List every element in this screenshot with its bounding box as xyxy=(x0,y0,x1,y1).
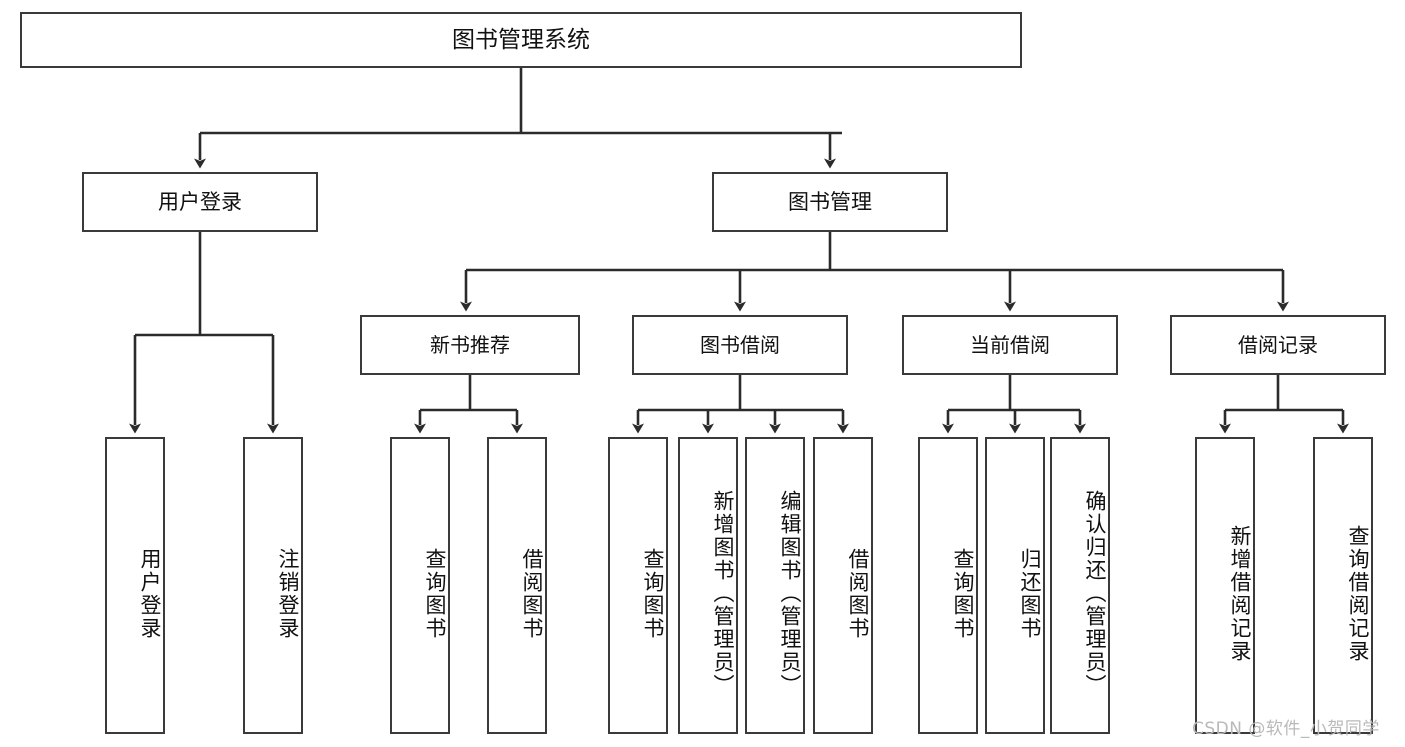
node-leaf-return-book-label: 归还图书 xyxy=(1018,547,1042,640)
node-borrow-record[interactable]: 借阅记录 xyxy=(1170,315,1386,375)
node-leaf-user-login-label: 用户登录 xyxy=(138,547,162,640)
node-leaf-query-book-1-label: 查询图书 xyxy=(423,547,447,640)
node-book-borrow-label: 图书借阅 xyxy=(700,332,780,357)
node-leaf-user-login[interactable]: 用户登录 xyxy=(105,437,165,734)
node-leaf-borrow-book-1-label: 借阅图书 xyxy=(520,547,544,640)
node-current-borrow-label: 当前借阅 xyxy=(970,332,1050,357)
node-leaf-query-book-2-label: 查询图书 xyxy=(641,547,665,640)
node-borrow-record-label: 借阅记录 xyxy=(1238,332,1318,357)
node-book-borrow[interactable]: 图书借阅 xyxy=(632,315,848,375)
node-leaf-confirm-return-label: 确认归还（管理员） xyxy=(1083,490,1107,697)
node-book-management-label: 图书管理 xyxy=(788,189,872,214)
node-leaf-query-book-3[interactable]: 查询图书 xyxy=(918,437,978,734)
node-leaf-logout-label: 注销登录 xyxy=(276,547,300,640)
node-book-management[interactable]: 图书管理 xyxy=(712,172,948,232)
node-leaf-borrow-book-2-label: 借阅图书 xyxy=(846,547,870,640)
node-leaf-query-book-2[interactable]: 查询图书 xyxy=(608,437,668,734)
node-root-label: 图书管理系统 xyxy=(452,26,590,53)
node-leaf-query-record-label: 查询借阅记录 xyxy=(1346,524,1370,663)
node-leaf-query-book-3-label: 查询图书 xyxy=(951,547,975,640)
node-current-borrow[interactable]: 当前借阅 xyxy=(902,315,1118,375)
node-leaf-borrow-book-2[interactable]: 借阅图书 xyxy=(813,437,873,734)
watermark-text: CSDN @软件_小贺同学 xyxy=(1192,719,1380,739)
node-leaf-edit-book-label: 编辑图书（管理员） xyxy=(778,490,802,697)
node-leaf-add-record-label: 新增借阅记录 xyxy=(1228,524,1252,663)
node-leaf-add-book-label: 新增图书（管理员） xyxy=(711,490,735,697)
node-leaf-edit-book[interactable]: 编辑图书（管理员） xyxy=(745,437,805,734)
node-leaf-add-record[interactable]: 新增借阅记录 xyxy=(1195,437,1255,734)
node-leaf-add-book[interactable]: 新增图书（管理员） xyxy=(678,437,738,734)
node-root[interactable]: 图书管理系统 xyxy=(20,12,1022,68)
node-new-book-recommend[interactable]: 新书推荐 xyxy=(360,315,580,375)
node-leaf-confirm-return[interactable]: 确认归还（管理员） xyxy=(1050,437,1110,734)
node-new-book-recommend-label: 新书推荐 xyxy=(430,332,510,357)
node-leaf-query-book-1[interactable]: 查询图书 xyxy=(390,437,450,734)
node-user-login[interactable]: 用户登录 xyxy=(82,172,318,232)
node-leaf-query-record[interactable]: 查询借阅记录 xyxy=(1313,437,1373,734)
node-leaf-return-book[interactable]: 归还图书 xyxy=(985,437,1045,734)
node-leaf-borrow-book-1[interactable]: 借阅图书 xyxy=(487,437,547,734)
node-leaf-logout[interactable]: 注销登录 xyxy=(243,437,303,734)
node-user-login-label: 用户登录 xyxy=(158,189,242,214)
